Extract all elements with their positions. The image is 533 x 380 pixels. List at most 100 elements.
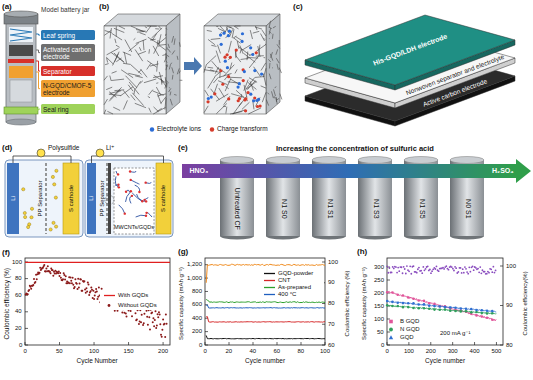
data-point xyxy=(477,268,479,270)
data-point xyxy=(77,278,79,280)
tick-mark xyxy=(205,291,208,292)
data-point xyxy=(149,328,151,330)
carbon-fiber xyxy=(220,26,225,32)
plot-frame xyxy=(25,258,170,345)
leader-line xyxy=(36,50,40,53)
carbon-fiber xyxy=(217,45,220,54)
data-point xyxy=(95,288,97,290)
carbon-fiber xyxy=(206,55,216,64)
data-point xyxy=(94,295,96,297)
data-marker xyxy=(475,309,478,312)
foam-front xyxy=(104,26,166,114)
carbon-fiber xyxy=(111,79,124,80)
cell-outline xyxy=(85,160,173,237)
legend-swatch xyxy=(108,304,111,307)
part-label: Li xyxy=(9,196,16,201)
node-text: N-GQD/CMOF-5 electrode xyxy=(43,82,93,96)
data-point xyxy=(156,324,158,326)
ion-dot xyxy=(238,97,241,100)
data-point xyxy=(417,268,419,270)
data-point xyxy=(96,290,98,292)
ion-dot xyxy=(227,75,230,78)
legend-label: N GQD xyxy=(400,326,420,333)
tick-label: 800 xyxy=(192,288,202,295)
data-point xyxy=(405,273,407,275)
tick-mark xyxy=(25,278,28,279)
ion-dot xyxy=(207,97,210,100)
legend-swatch xyxy=(264,287,275,288)
ion-dot xyxy=(228,30,231,33)
data-point xyxy=(88,294,90,296)
carbon-fiber xyxy=(240,49,241,53)
tick-mark xyxy=(387,280,390,281)
carbon-fiber xyxy=(154,41,160,53)
data-marker xyxy=(465,310,468,313)
tick-label: 200 xyxy=(374,290,384,297)
carbon-fiber xyxy=(208,67,214,69)
data-point xyxy=(429,269,431,271)
nanotube xyxy=(119,205,125,214)
data-point xyxy=(401,266,403,268)
carbon-fiber xyxy=(166,61,168,63)
data-point xyxy=(78,286,80,288)
axis-title: Specific capacity (mAh g⁻¹) xyxy=(177,267,184,340)
data-point xyxy=(58,271,60,273)
tick-mark xyxy=(277,342,278,345)
data-point xyxy=(413,265,415,267)
leader-line xyxy=(36,72,40,89)
data-point xyxy=(425,268,427,270)
leader-line xyxy=(36,34,40,35)
data-point xyxy=(392,266,394,268)
carbon-fiber xyxy=(262,92,266,102)
data-marker xyxy=(470,308,473,311)
data-marker xyxy=(459,310,462,313)
data-point xyxy=(141,314,143,316)
data-point xyxy=(408,270,410,272)
ion-dot xyxy=(249,93,252,96)
data-point xyxy=(445,265,447,267)
battery-jar-figure xyxy=(4,11,38,125)
data-point xyxy=(72,284,74,286)
carbon-fiber xyxy=(269,21,270,28)
series-line xyxy=(206,317,325,323)
data-point xyxy=(98,286,100,288)
panel-letter: (d) xyxy=(2,143,12,152)
data-point xyxy=(81,290,83,292)
plot-frame xyxy=(387,258,503,345)
ion-dot xyxy=(244,97,247,100)
carbon-fiber xyxy=(235,26,241,27)
tick-label: 100 xyxy=(320,348,330,355)
carbon-fiber xyxy=(159,26,162,29)
carbon-fiber xyxy=(159,44,166,46)
data-point xyxy=(391,272,393,274)
carbon-fiber xyxy=(273,26,276,28)
carbon-fiber xyxy=(237,41,239,49)
data-point xyxy=(451,266,453,268)
carbon-fiber xyxy=(165,83,167,89)
tick-label: 100 xyxy=(328,259,338,266)
carbon-fiber xyxy=(160,46,166,51)
carbon-fiber xyxy=(256,55,264,56)
data-point xyxy=(74,278,76,280)
node-text: N0 S1 xyxy=(463,199,471,218)
polysulfide-dot xyxy=(53,183,56,186)
carbon-fiber xyxy=(158,42,159,47)
polysulfide-dot xyxy=(23,211,26,214)
data-point xyxy=(490,268,492,270)
carbon-fiber xyxy=(167,47,168,49)
carbon-fiber xyxy=(248,82,257,89)
carbon-fiber xyxy=(159,72,162,83)
data-point xyxy=(161,329,163,331)
quantum-dot xyxy=(118,186,120,188)
quantum-dot xyxy=(138,191,140,193)
panel-letter: (c) xyxy=(293,2,303,11)
carbon-fiber xyxy=(250,30,252,39)
data-point xyxy=(467,273,469,275)
data-marker xyxy=(491,318,494,321)
quantum-dot xyxy=(131,195,133,197)
data-point xyxy=(166,323,168,325)
carbon-fiber xyxy=(208,39,215,44)
part-label: PP Separator xyxy=(37,180,44,216)
jar-base xyxy=(6,119,36,125)
